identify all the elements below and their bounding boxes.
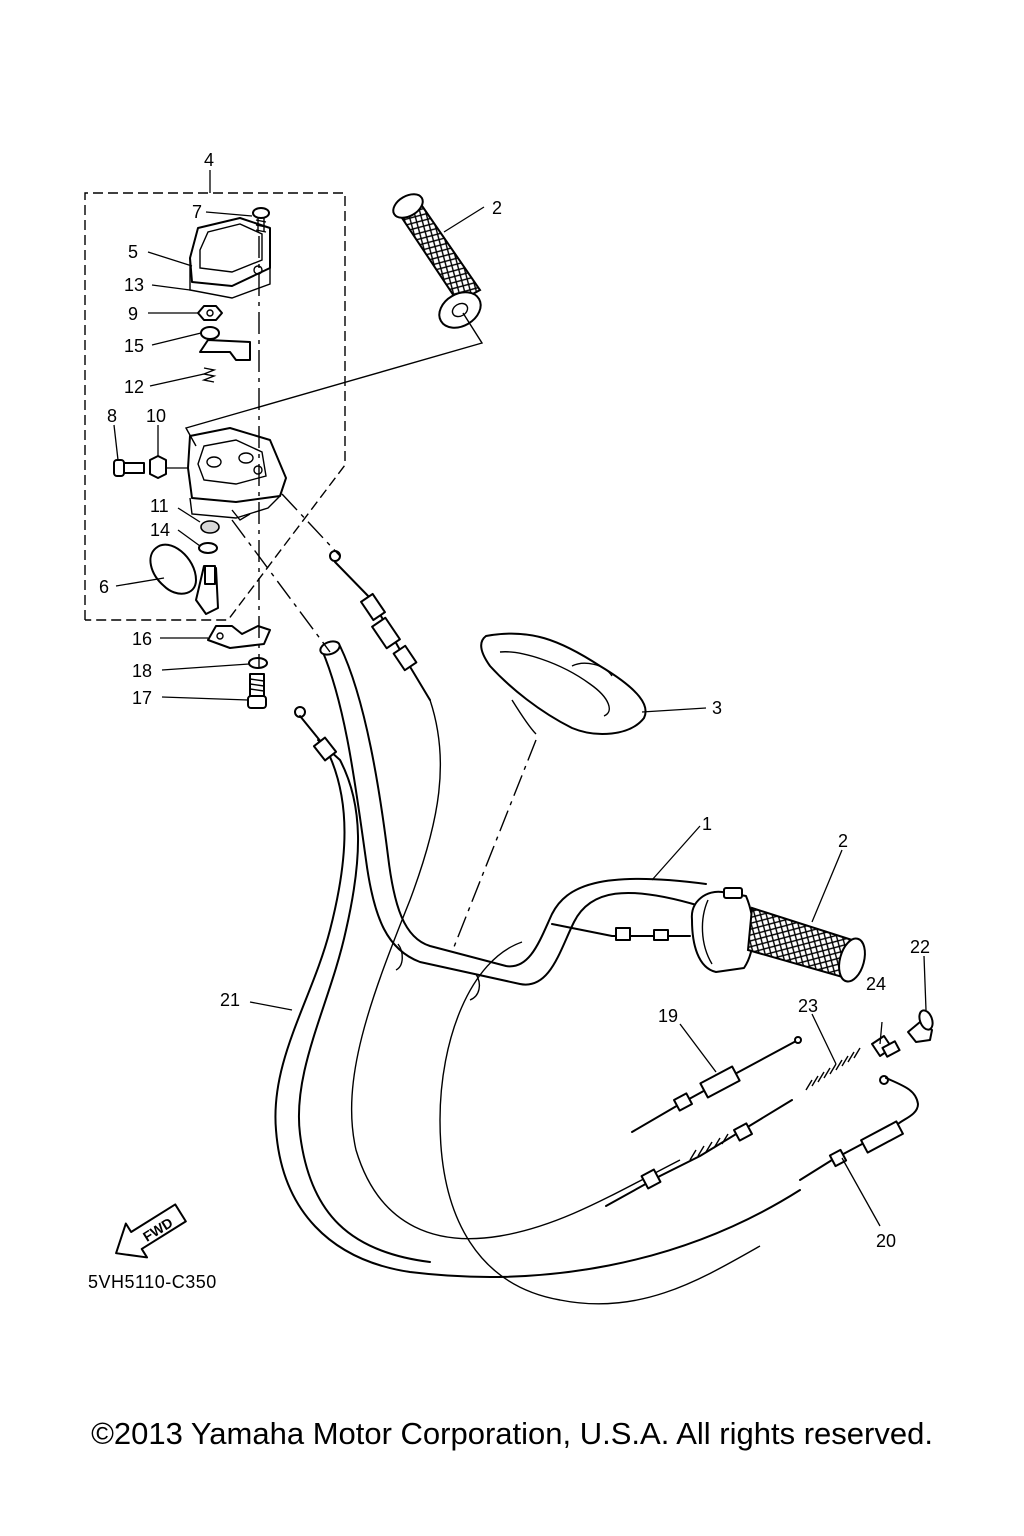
callout-13: 13 bbox=[124, 275, 144, 295]
washer-14 bbox=[198, 542, 218, 554]
lever-plate bbox=[199, 339, 251, 361]
callout-9: 9 bbox=[128, 304, 138, 324]
spring-23 bbox=[805, 1047, 861, 1091]
callout-14: 14 bbox=[150, 520, 170, 540]
fwd-arrow-icon: FWD bbox=[115, 1203, 187, 1259]
callout-16: 16 bbox=[132, 629, 152, 649]
callout-21: 21 bbox=[220, 990, 240, 1010]
handlebar-dash bbox=[231, 519, 331, 653]
cable-20 bbox=[799, 1075, 919, 1181]
callout-6: 6 bbox=[99, 577, 109, 597]
cover-leader-dash bbox=[451, 739, 537, 953]
callout-24: 24 bbox=[866, 974, 886, 994]
callout-labels: 1 2 2 3 4 5 6 7 8 9 10 11 12 13 14 15 16… bbox=[99, 150, 930, 1251]
washer-11 bbox=[200, 520, 220, 534]
leader-lines bbox=[113, 170, 927, 1227]
callout-2: 2 bbox=[492, 198, 502, 218]
cable-adjuster bbox=[605, 1099, 793, 1207]
bolt-17 bbox=[247, 673, 267, 709]
spring-12 bbox=[201, 367, 217, 383]
callout-8: 8 bbox=[107, 406, 117, 426]
housing-cable-dash bbox=[281, 493, 341, 557]
clamp-16 bbox=[207, 625, 271, 649]
handlebar bbox=[319, 640, 707, 1001]
callout-4: 4 bbox=[204, 150, 214, 170]
switch-housing-right bbox=[690, 887, 755, 973]
fitting-24 bbox=[871, 1035, 901, 1058]
callout-22: 22 bbox=[910, 937, 930, 957]
washer-15 bbox=[200, 326, 220, 340]
screw-7 bbox=[252, 207, 270, 233]
callout-10: 10 bbox=[146, 406, 166, 426]
callout-2b: 2 bbox=[838, 831, 848, 851]
callout-11: 11 bbox=[150, 496, 169, 516]
screw-8 bbox=[113, 459, 145, 477]
callout-20: 20 bbox=[876, 1231, 896, 1251]
drawing-code: 5VH5110-C350 bbox=[88, 1272, 217, 1292]
thumb-lever-6 bbox=[149, 543, 219, 615]
callout-18: 18 bbox=[132, 661, 152, 681]
grip-lower bbox=[746, 906, 866, 983]
callout-3: 3 bbox=[712, 698, 722, 718]
brake-cable-end bbox=[551, 923, 691, 941]
callout-7: 7 bbox=[192, 202, 202, 222]
callout-19: 19 bbox=[658, 1006, 678, 1026]
grip-alignment-line bbox=[184, 312, 484, 447]
callout-23: 23 bbox=[798, 996, 818, 1016]
copyright-notice: ©2013 Yamaha Motor Corporation, U.S.A. A… bbox=[91, 1416, 933, 1451]
throttle-cover bbox=[189, 217, 271, 299]
callout-15: 15 bbox=[124, 336, 144, 356]
handlebar-cover bbox=[480, 632, 647, 735]
nut-10 bbox=[149, 455, 167, 479]
callout-1: 1 bbox=[702, 814, 712, 834]
throttle-housing bbox=[187, 427, 287, 521]
assembly-group-outline bbox=[84, 192, 346, 621]
washer-18 bbox=[248, 657, 268, 669]
callout-12: 12 bbox=[124, 377, 144, 397]
cap-22 bbox=[907, 1009, 934, 1043]
cable-from-housing bbox=[329, 550, 431, 701]
grip-upper bbox=[392, 193, 482, 329]
throttle-cable bbox=[274, 706, 801, 1278]
throttle-cable-19 bbox=[631, 1036, 802, 1133]
cable-loop-outer bbox=[350, 699, 681, 1240]
cable-loop-inner bbox=[439, 941, 761, 1305]
callout-5: 5 bbox=[128, 242, 138, 262]
nut-9 bbox=[197, 305, 223, 321]
callout-17: 17 bbox=[132, 688, 152, 708]
